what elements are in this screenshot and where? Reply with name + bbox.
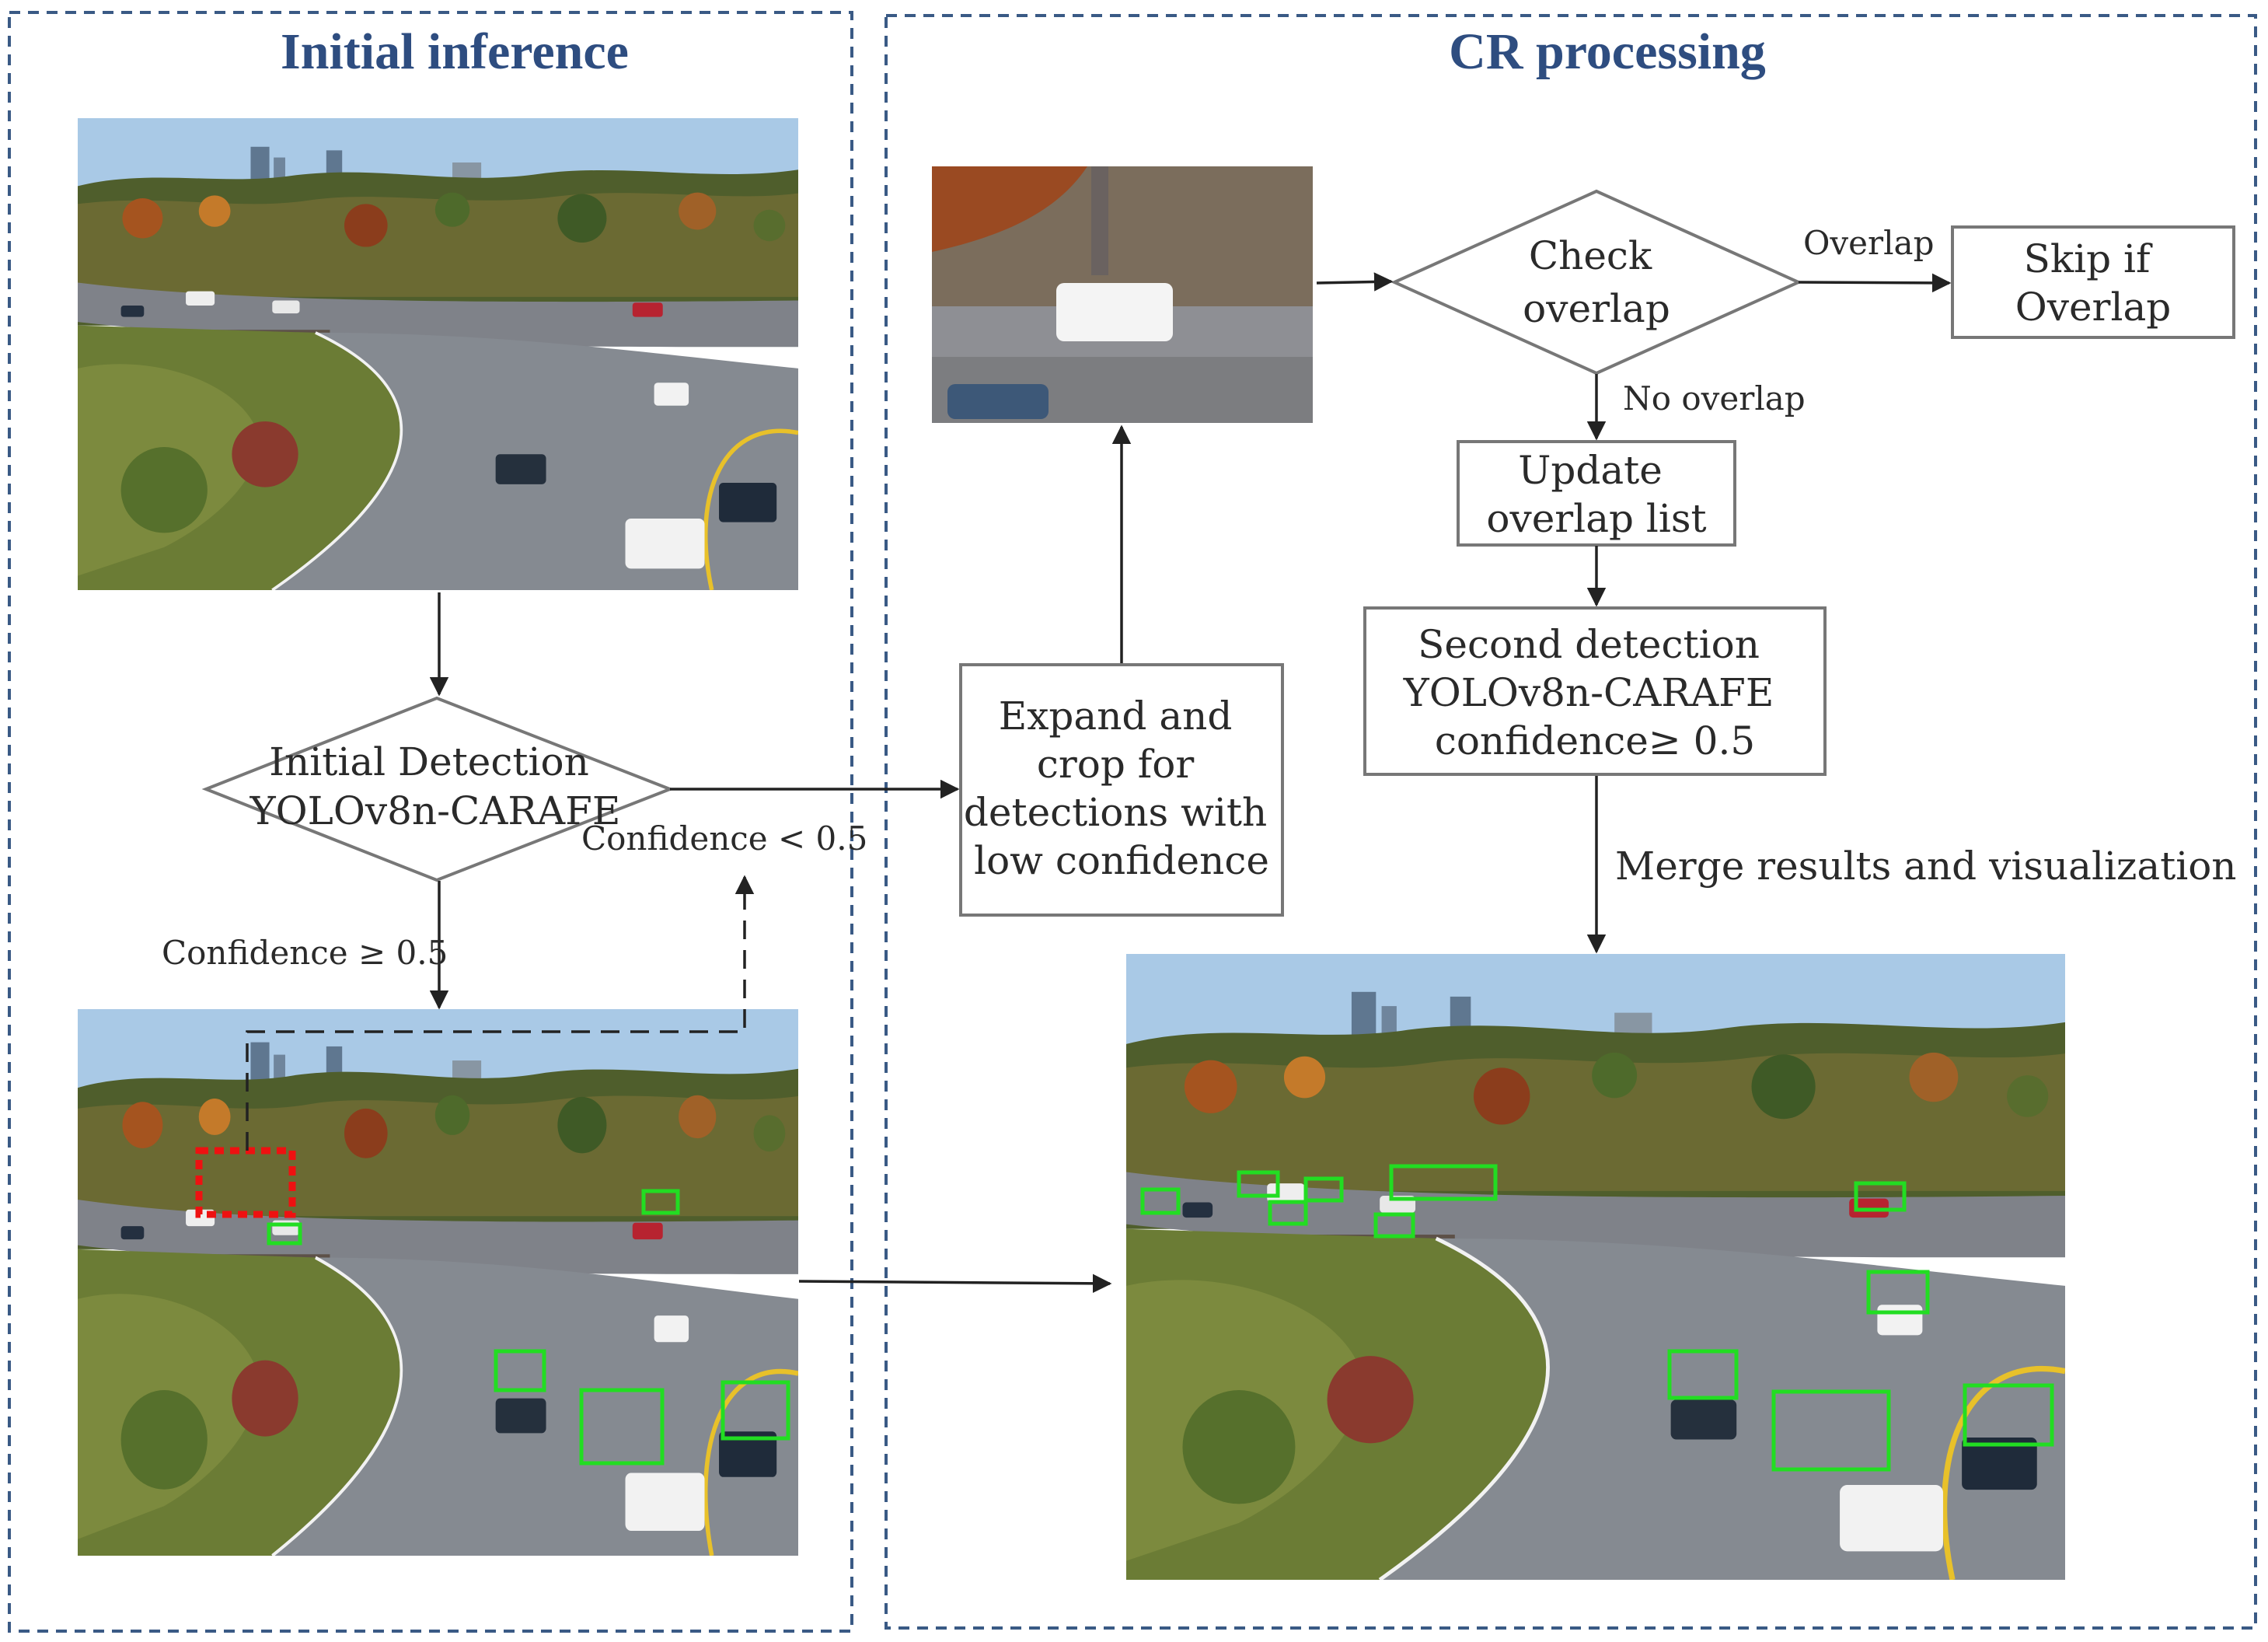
skip-line1: Skip if [2024, 236, 2153, 281]
edge-label-no-overlap: No overlap [1623, 379, 1806, 417]
detection-box [1237, 1170, 1280, 1198]
arrow-result-to-final [798, 1273, 1112, 1294]
update-line1: Update [1518, 448, 1663, 493]
expand-crop-line4: low confidence [974, 838, 1269, 883]
final-result-image [1126, 954, 2065, 1580]
second-line3: confidence≥ 0.5 [1435, 718, 1755, 763]
initial-detection-line1: Initial Detection [269, 739, 588, 784]
detection-box [494, 1349, 546, 1392]
detection-box [641, 1189, 680, 1215]
crop-image [932, 166, 1313, 423]
panel-title-cr: CR processing [1449, 23, 1766, 80]
svg-text:Second detection YOLOv8n: Second detection YOLOv8n-CARAFE confiden… [1403, 622, 1787, 763]
second-line1: Second detection [1418, 622, 1760, 667]
detection-box [1268, 1200, 1308, 1226]
detection-box [1389, 1164, 1498, 1201]
detection-box [1303, 1176, 1344, 1203]
update-overlap-box: Update overlap list [1457, 440, 1736, 547]
second-line2: YOLOv8n-CARAFE [1403, 670, 1774, 715]
check-overlap-line2: overlap [1523, 286, 1670, 331]
expand-crop-line1: Expand and [999, 693, 1233, 739]
edges [246, 272, 1952, 1294]
edge-label-confidence-low: Confidence < 0.5 [581, 819, 867, 858]
svg-text:Skip if Overlap: Skip if Overlap [2015, 236, 2172, 330]
detection-box [579, 1388, 665, 1466]
edge-label-overlap: Overlap [1803, 224, 1934, 262]
first-result-image [78, 1009, 798, 1556]
input-image [78, 118, 798, 590]
panel-initial-inference [8, 11, 853, 1633]
initial-detection-line2: YOLOv8n-CARAFE [249, 788, 621, 833]
expand-crop-line3: detections with [964, 790, 1267, 835]
panel-cr-processing [885, 14, 2257, 1630]
check-overlap-decision: Check overlap [1390, 189, 1802, 376]
svg-text:Expand and crop for: Expand and crop for detections with low … [964, 693, 1279, 883]
detection-box [1963, 1383, 2054, 1447]
panel-title-initial: Initial inference [281, 23, 629, 80]
svg-text:Check overlap: Check overlap [1523, 233, 1670, 331]
detection-box [1140, 1187, 1181, 1215]
detection-box [1667, 1349, 1739, 1400]
skip-line2: Overlap [2015, 285, 2172, 330]
expand-crop-box: Expand and crop for detections with low … [959, 663, 1284, 917]
edge-label-merge: Merge results and visualization [1615, 844, 2237, 889]
update-line2: overlap list [1486, 496, 1706, 541]
skip-overlap-box: Skip if Overlap [1951, 225, 2235, 339]
low-confidence-box [195, 1147, 296, 1218]
detection-box [1771, 1389, 1891, 1472]
detection-box [721, 1380, 790, 1441]
expand-crop-line2: crop for [1037, 742, 1195, 787]
arrow-overlap-to-skip [1798, 273, 1952, 293]
second-detection-box: Second detection YOLOv8n-CARAFE confiden… [1363, 606, 1827, 776]
edge-label-confidence-high: Confidence ≥ 0.5 [162, 934, 448, 972]
detection-box [1866, 1270, 1930, 1315]
initial-detection-decision: Initial Detection YOLOv8n-CARAFE [201, 696, 675, 882]
svg-text:Update overlap list: Update overlap list [1486, 448, 1706, 541]
detection-box [1854, 1181, 1907, 1212]
arrow-crop-to-check-overlap [1316, 272, 1394, 292]
detection-box [1373, 1212, 1415, 1238]
check-overlap-line1: Check [1529, 233, 1652, 278]
svg-text:Initial Detection YOLOv8: Initial Detection YOLOv8n-CARAFE [249, 739, 621, 833]
dashed-arrow-low-confidence [246, 875, 755, 1151]
detection-box [267, 1222, 302, 1245]
